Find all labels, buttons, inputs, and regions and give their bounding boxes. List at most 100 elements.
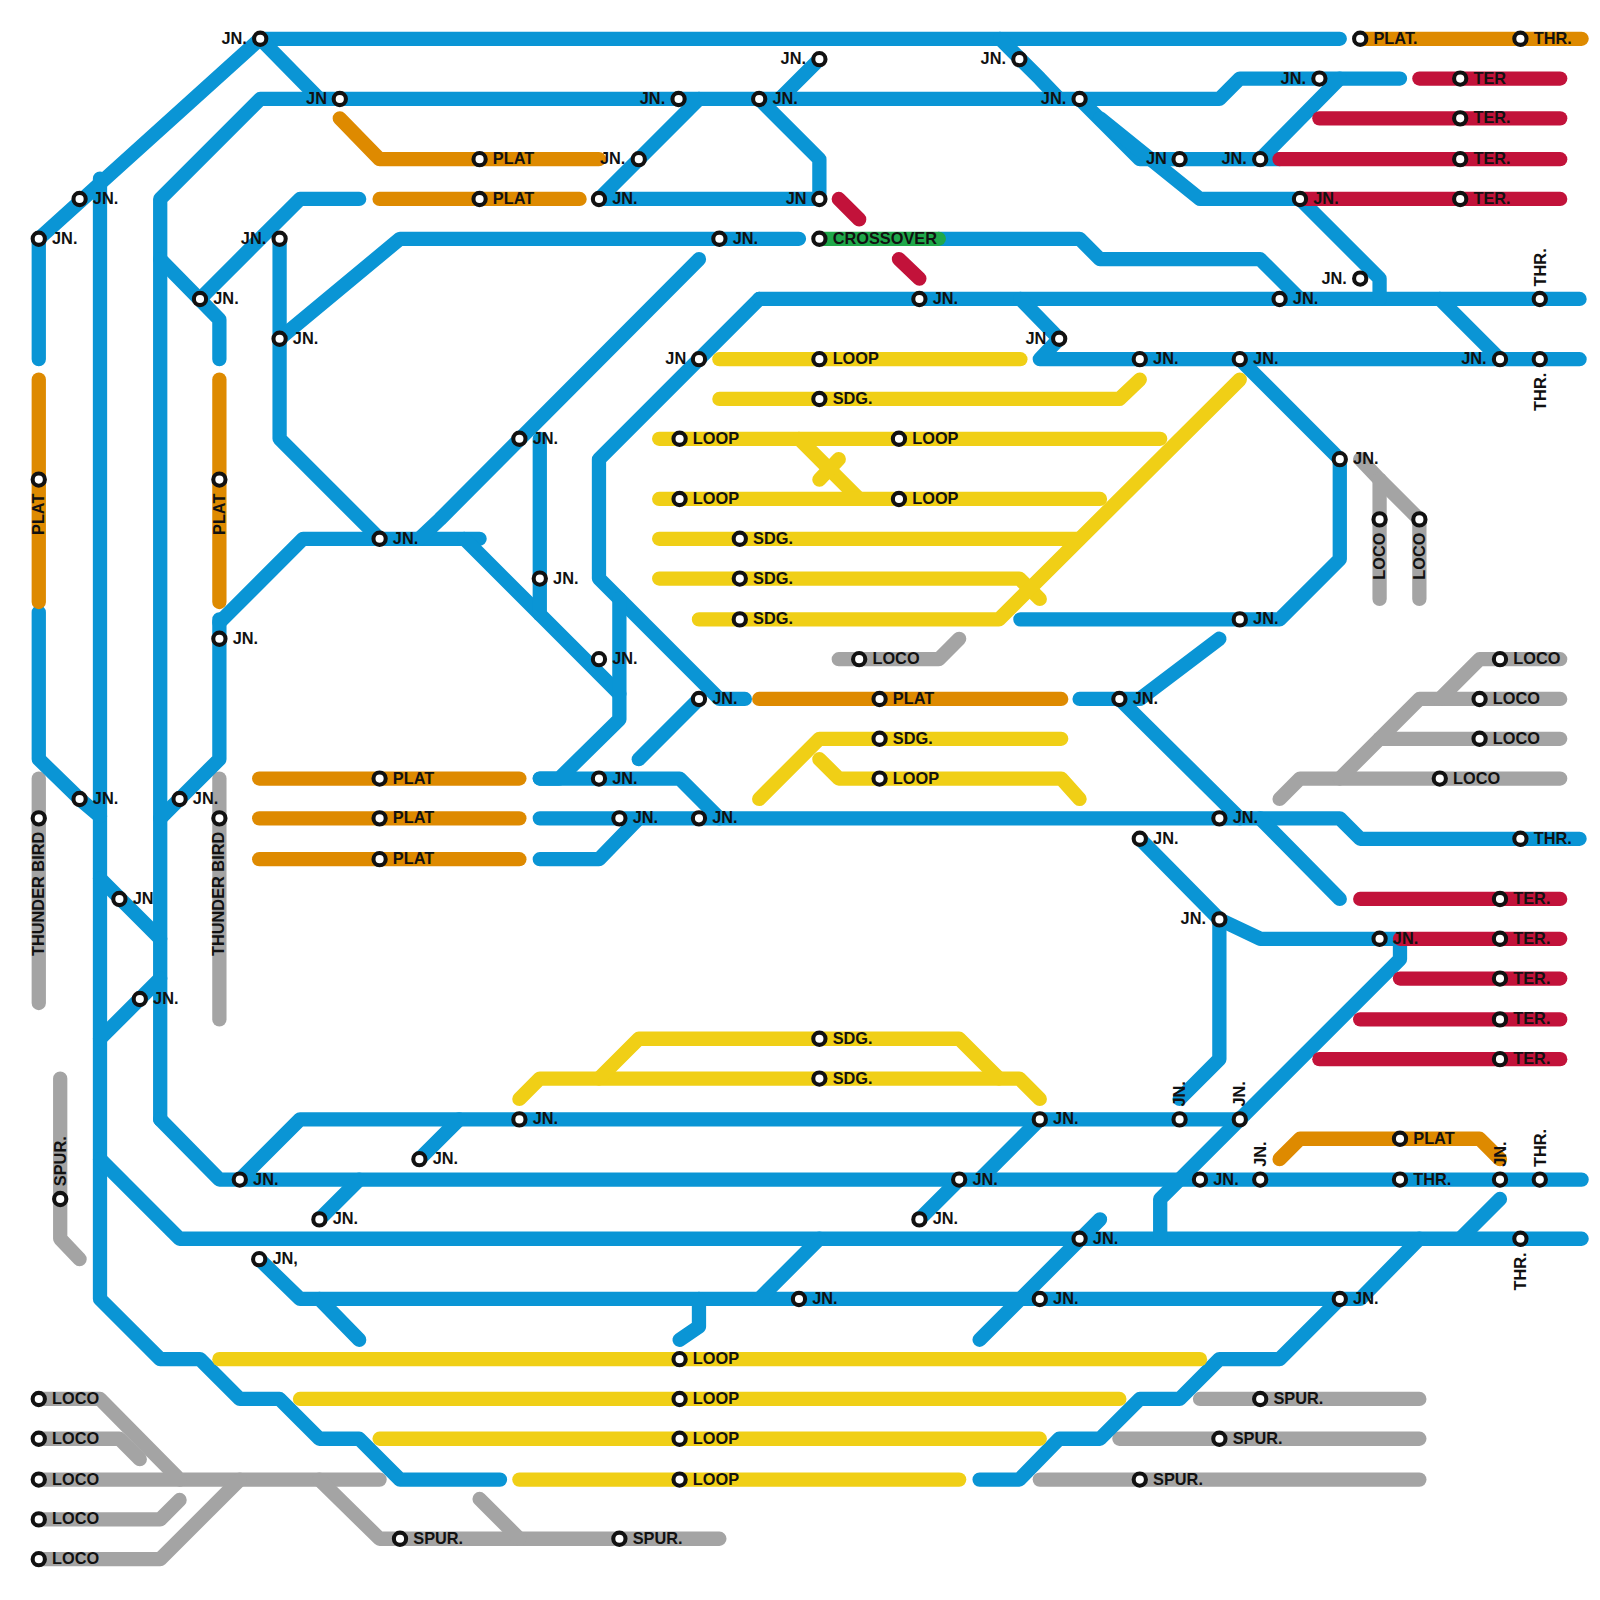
station-label: JN. (221, 31, 246, 47)
station-label: LOCO (1493, 691, 1540, 707)
station-label: LOCO (1372, 533, 1388, 580)
station-marker (1234, 613, 1246, 625)
track (100, 179, 500, 1480)
station-marker (73, 793, 85, 805)
station-label: JN. (1461, 351, 1486, 367)
station-label: TER. (1513, 970, 1550, 986)
station-marker (853, 653, 865, 665)
station-label: JN. (52, 231, 77, 247)
station-label: SPUR. (1153, 1471, 1203, 1487)
track (759, 292, 1579, 306)
track (819, 759, 1079, 799)
station-label: SPUR. (633, 1531, 683, 1547)
station-marker (33, 473, 45, 485)
station-label: LOOP (912, 491, 958, 507)
station-marker (253, 1253, 265, 1265)
track (719, 380, 1139, 399)
station-marker (893, 433, 905, 445)
track (1280, 152, 1561, 166)
track (319, 1299, 359, 1340)
station-label: TER. (1513, 1011, 1550, 1027)
station-label: JN. (1171, 1081, 1187, 1106)
station-label: JN. (1053, 1291, 1078, 1307)
station-label: JN. (1041, 91, 1066, 107)
station-marker (1073, 1233, 1085, 1245)
station-label: LOOP (693, 1431, 739, 1447)
station-label: THR. (1532, 372, 1548, 410)
station-label: JN (306, 91, 327, 107)
station-label: SDG. (893, 731, 933, 747)
station-marker (473, 153, 485, 165)
station-label: JN. (1133, 691, 1158, 707)
station-marker (873, 772, 885, 784)
station-label: TER. (1473, 191, 1510, 207)
station-marker (33, 1393, 45, 1405)
station-marker (194, 293, 206, 305)
station-marker (593, 193, 605, 205)
track (1040, 1472, 1420, 1486)
station-label: THR. (1532, 1128, 1548, 1166)
station-marker (1354, 272, 1366, 284)
station-label: JN. (193, 791, 218, 807)
station-label: PLAT (493, 151, 534, 167)
station-label: CROSSOVER (833, 231, 937, 247)
station-label: JN, (272, 1251, 297, 1267)
track (160, 79, 1400, 1120)
station-label: JN. (981, 51, 1006, 67)
station-marker (1173, 153, 1185, 165)
station-marker (273, 333, 285, 345)
station-marker (1534, 353, 1546, 365)
station-marker (1373, 513, 1385, 525)
track (280, 239, 799, 339)
station-label: JN. (1221, 151, 1246, 167)
station-marker (1373, 933, 1385, 945)
station-marker (1273, 293, 1285, 305)
station-marker (1073, 93, 1085, 105)
track (899, 259, 919, 278)
station-marker (134, 993, 146, 1005)
station-marker (1254, 1173, 1266, 1185)
track (340, 118, 599, 159)
station-label: JN (133, 891, 154, 907)
station-label: JN. (1293, 291, 1318, 307)
station-label: THR. (1534, 31, 1572, 47)
track (1280, 1139, 1500, 1159)
station-marker (673, 433, 685, 445)
station-label: LOOP (693, 431, 739, 447)
station-marker (213, 473, 225, 485)
station-marker (813, 53, 825, 65)
station-label: JN (786, 191, 807, 207)
track (699, 380, 1240, 620)
track (980, 1299, 1340, 1480)
station-marker (1534, 1173, 1546, 1185)
station-label: LOCO (1411, 533, 1427, 580)
track (219, 539, 479, 623)
station-marker (1213, 812, 1225, 824)
station-marker (1494, 893, 1506, 905)
station-label: JN. (1313, 191, 1338, 207)
station-label: JN. (533, 431, 558, 447)
station-marker (1494, 353, 1506, 365)
station-marker (1514, 33, 1526, 45)
station-label: JN. (633, 810, 658, 826)
terminal-group (839, 79, 1560, 1060)
station-marker (1013, 53, 1025, 65)
track (759, 99, 819, 199)
station-marker (693, 353, 705, 365)
station-marker (1334, 1293, 1346, 1305)
station-label: LOOP (833, 351, 879, 367)
track (39, 1480, 240, 1560)
station-marker (673, 493, 685, 505)
track (1340, 699, 1560, 779)
station-label: SDG. (753, 570, 793, 586)
station-label: JN. (293, 331, 318, 347)
station-marker (234, 1173, 246, 1185)
station-marker (813, 353, 825, 365)
track (160, 1119, 1581, 1179)
station-label: TER. (1513, 931, 1550, 947)
station-marker (1334, 453, 1346, 465)
station-marker (33, 1473, 45, 1485)
station-marker (373, 812, 385, 824)
track (1119, 699, 1239, 818)
